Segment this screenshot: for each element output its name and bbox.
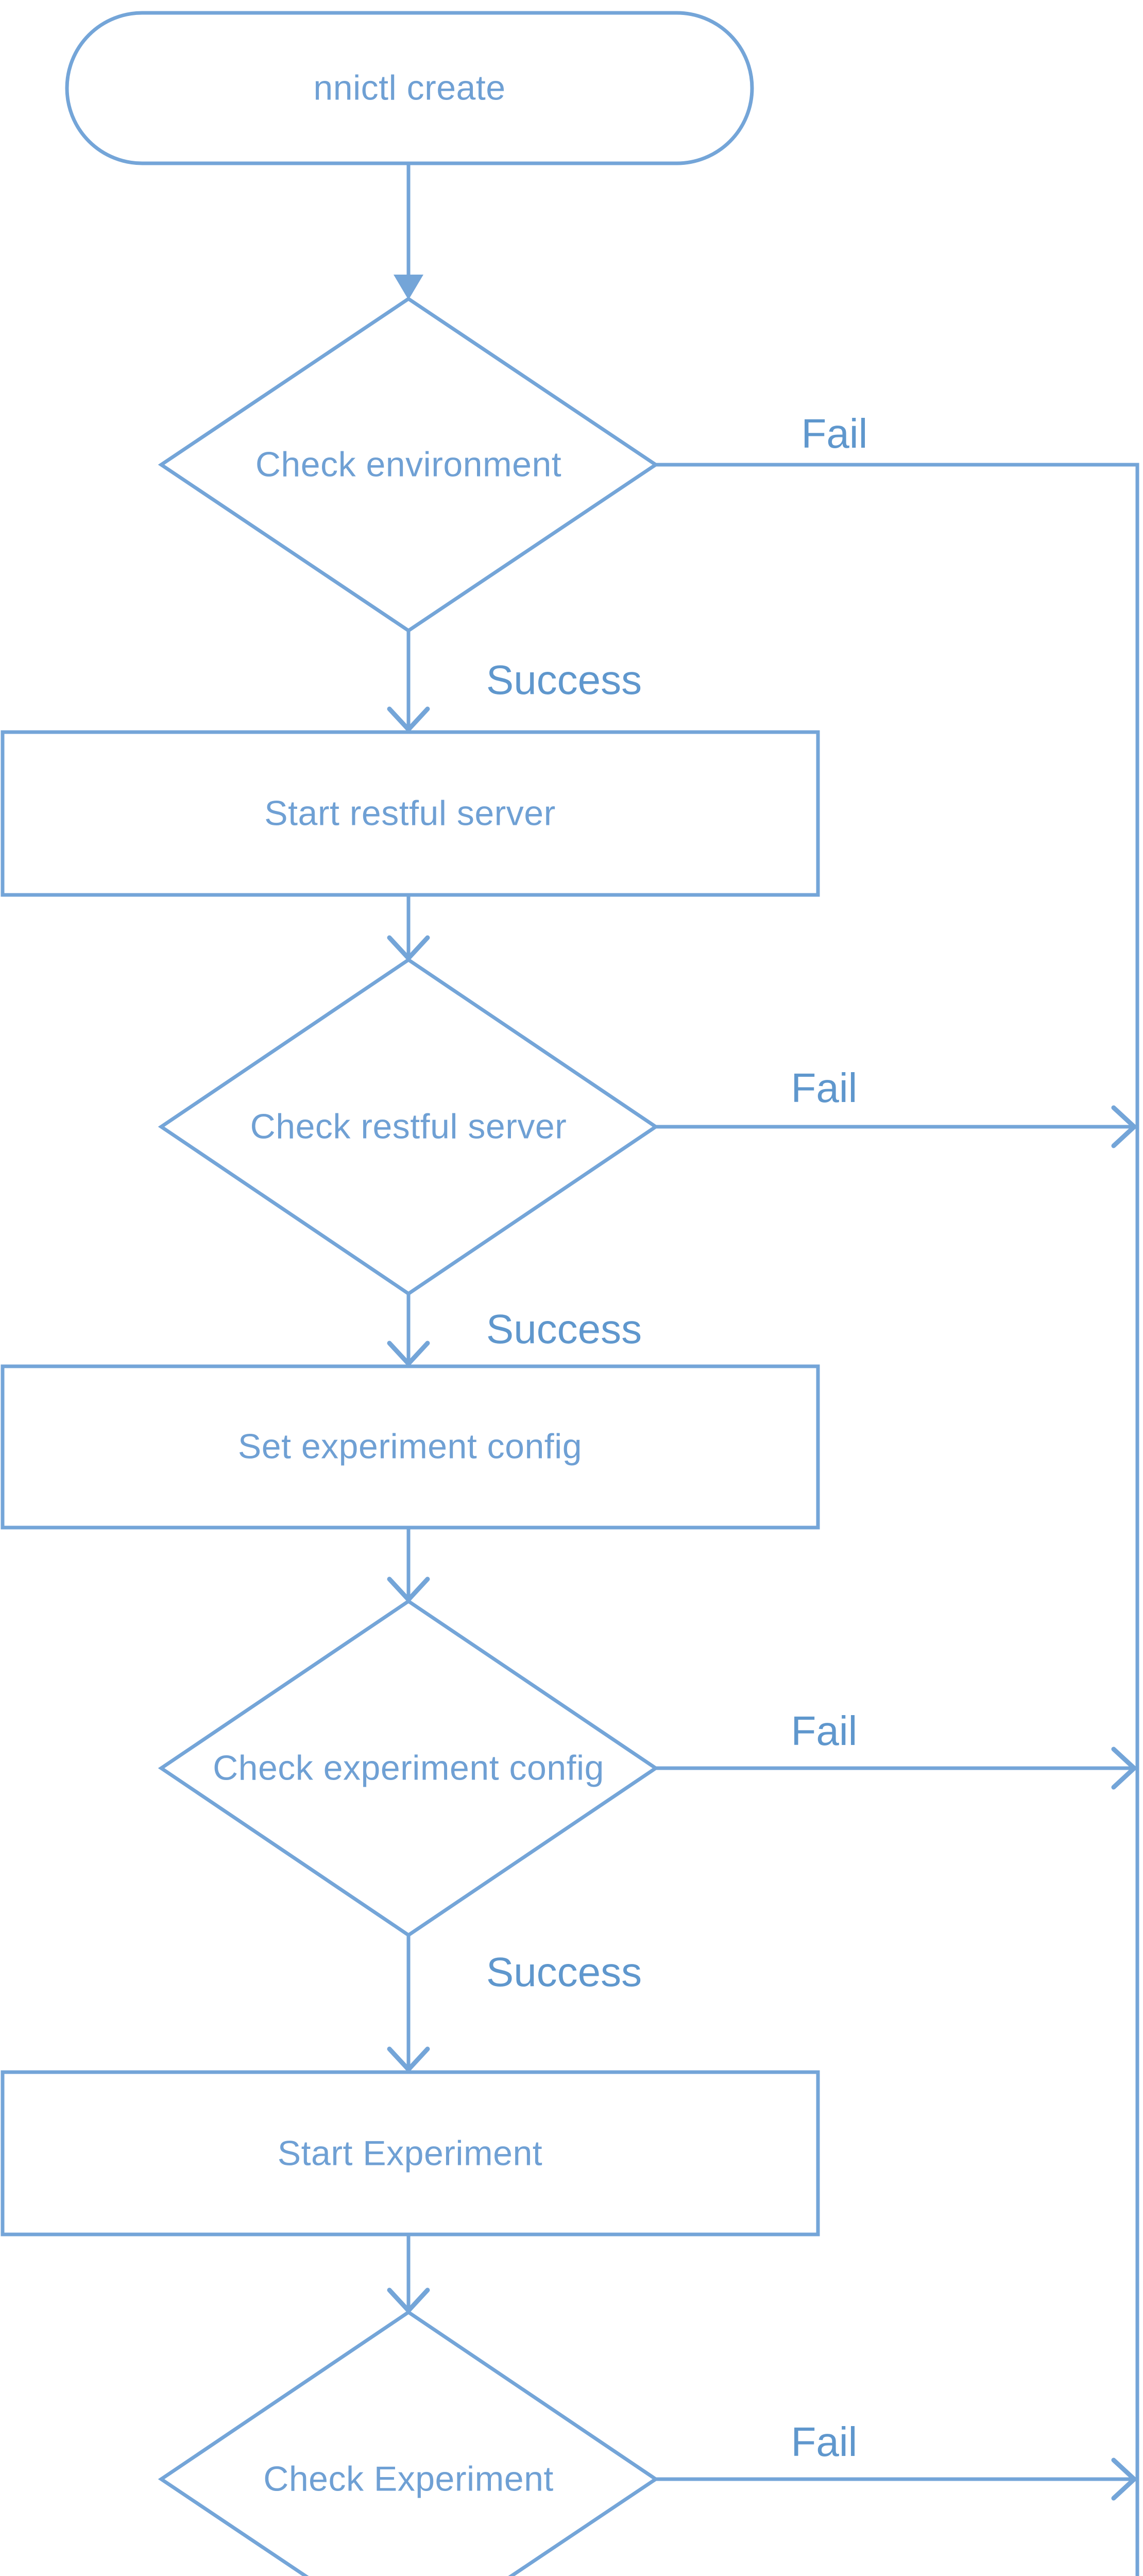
- start-restful-server-label: Start restful server: [264, 793, 556, 833]
- fail-label-check-experiment: Fail: [791, 2419, 858, 2465]
- arrowhead-chevron-start-restful-server: [387, 706, 430, 732]
- start-restful-server-rect-shape: [1, 730, 820, 897]
- start-experiment-rect-shape: [1, 2070, 820, 2236]
- check-experiment-config-label: Check experiment config: [213, 1748, 604, 1788]
- fail-label-check-experiment-config: Fail: [791, 1708, 858, 1754]
- connectors: [387, 163, 1139, 2576]
- success-label-check-experiment-config: Success: [486, 1949, 642, 1995]
- check-experiment-label: Check Experiment: [263, 2459, 554, 2499]
- arrowhead-chevron-fail-2: [1111, 1105, 1137, 1148]
- start-terminator-shape: [65, 11, 754, 165]
- check-experiment-diamond-shape: [158, 2310, 659, 2576]
- arrowhead-chevron-fail-3: [1111, 1747, 1137, 1790]
- start-node-label: nnictl create: [313, 68, 506, 108]
- check-experiment-config-diamond-shape: [158, 1599, 659, 1938]
- arrowhead-chevron-start-experiment: [387, 2046, 430, 2072]
- check-restful-server-label: Check restful server: [250, 1107, 567, 1146]
- edge-fail-rail: [656, 463, 1139, 2576]
- check-environment-diamond-shape: [158, 296, 659, 633]
- node-shapes: [1, 11, 820, 2576]
- arrowhead-chevron-set-experiment-config: [387, 1341, 430, 1366]
- success-label-check-environment: Success: [486, 657, 642, 703]
- check-environment-label: Check environment: [255, 445, 562, 484]
- success-label-check-restful-server: Success: [486, 1306, 642, 1352]
- set-experiment-config-label: Set experiment config: [237, 1427, 583, 1466]
- arrowhead-chevron-fail-4: [1111, 2458, 1137, 2501]
- fail-label-check-restful-server: Fail: [791, 1065, 858, 1111]
- start-experiment-label: Start Experiment: [277, 2133, 543, 2173]
- set-experiment-config-rect-shape: [1, 1364, 820, 1530]
- arrowhead-triangle-check-environment: [394, 275, 423, 300]
- check-restful-server-diamond-shape: [158, 957, 659, 1296]
- fail-label-check-environment: Fail: [801, 411, 868, 456]
